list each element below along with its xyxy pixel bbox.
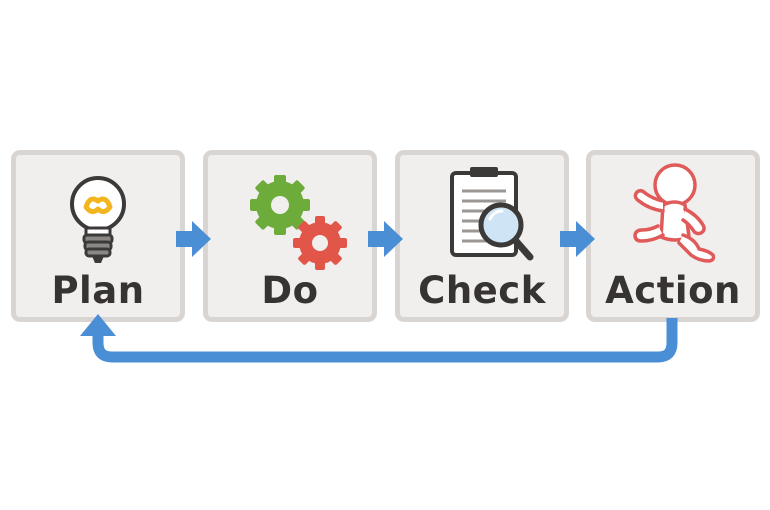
red-gear-icon <box>293 216 347 270</box>
green-gear-icon <box>250 175 310 235</box>
step-plan-label: Plan <box>51 269 145 312</box>
gears-icon <box>250 175 347 270</box>
running-person-icon <box>633 163 716 263</box>
lightbulb-icon <box>70 176 126 263</box>
step-do-card: Do <box>203 150 377 322</box>
step-check-label: Check <box>418 269 546 312</box>
step-plan-card: Plan <box>11 150 185 322</box>
step-do-label: Do <box>261 269 319 312</box>
step-action-label: Action <box>605 269 741 312</box>
clipboard-magnifier-icon <box>450 167 534 261</box>
step-check-card: Check <box>395 150 569 322</box>
step-action-card: Action <box>586 150 760 322</box>
magnifier-icon <box>478 202 534 261</box>
